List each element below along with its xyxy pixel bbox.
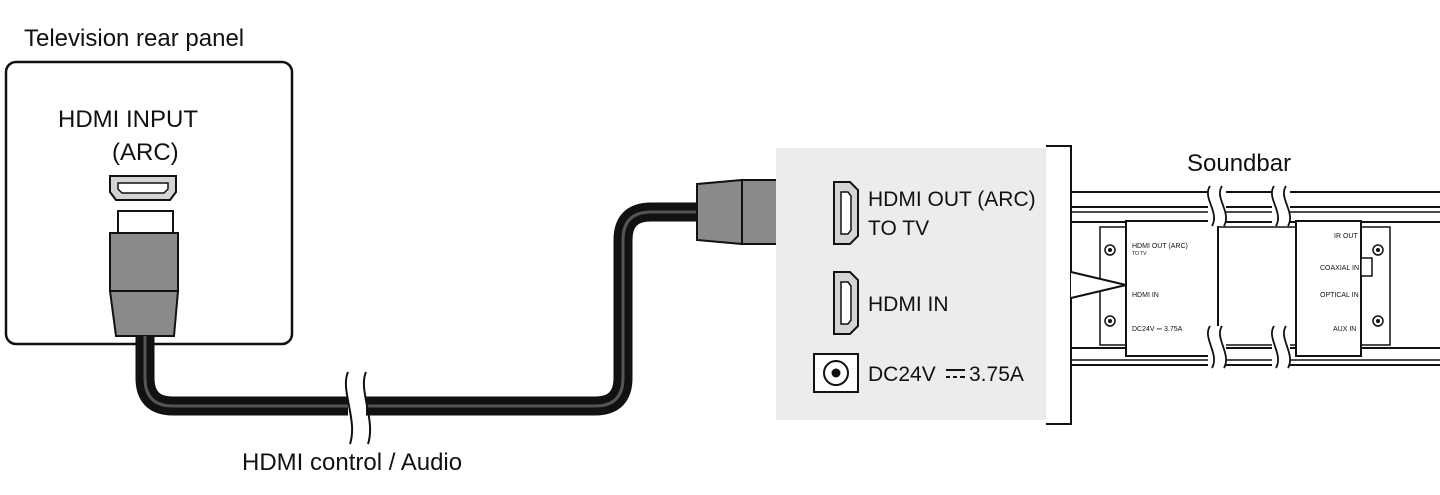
tv-hdmi-plug [108,210,180,337]
dc-current-label: 3.75A [969,363,1024,386]
cable-break-mark [344,371,372,445]
panel-hdmi-out-label: HDMI OUT (ARC) [1132,243,1188,250]
dc-voltage-label: DC24V [868,363,936,386]
tv-hdmi-input-label: HDMI INPUT [58,106,198,133]
panel-aux-in-label: AUX IN [1333,326,1356,333]
cable-label: HDMI control / Audio [242,449,462,476]
soundbar-break-marks [1207,185,1291,369]
zoom-bracket [1046,145,1072,425]
panel-ir-out-label: IR OUT [1334,233,1358,240]
soundbar-right-terminal-panel [1295,220,1384,357]
dc-power-jack [813,353,859,393]
panel-to-tv-label: TO TV [1132,251,1147,257]
zoom-callout-pointer [1070,271,1127,299]
tv-arc-label: (ARC) [112,139,179,166]
hdmi-out-arc-port [833,181,859,245]
hdmi-out-to-tv-label: TO TV [868,217,929,240]
panel-coaxial-in-label: COAXIAL IN [1320,265,1359,272]
hdmi-in-label: HDMI IN [868,293,949,316]
panel-optical-in-label: OPTICAL IN [1320,292,1359,299]
panel-dc-label: DC24V ⎓ 3.75A [1132,326,1183,333]
panel-hdmi-in-label: HDMI IN [1132,292,1159,299]
tv-title: Television rear panel [24,25,244,52]
soundbar-left-terminal-panel [1104,220,1219,357]
soundbar-title: Soundbar [1187,150,1291,177]
hdmi-cable [135,202,697,416]
hdmi-in-port [833,271,859,335]
dc-symbol-icon [946,369,965,378]
tv-hdmi-port [109,175,177,201]
hdmi-out-arc-label: HDMI OUT (ARC) [868,188,1036,211]
